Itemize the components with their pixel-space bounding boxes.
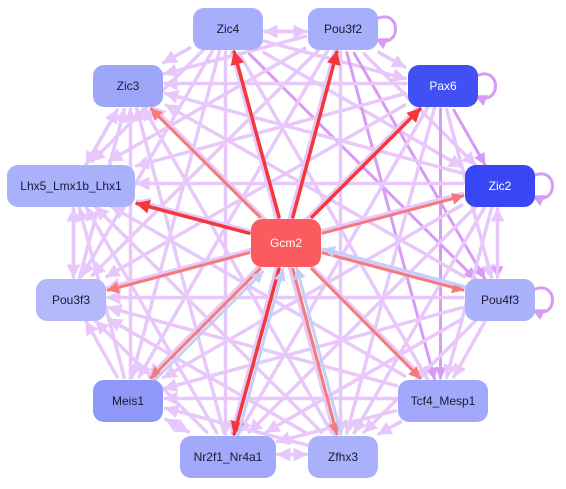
edge-pou3f2-to-meis1: [137, 48, 330, 379]
node-label: Tcf4_Mesp1: [411, 394, 476, 408]
self-loop-pax6: [474, 72, 497, 106]
edge-gcm2-to-pou4f3: [321, 251, 465, 294]
edge-zfhx3-to-zic3: [141, 105, 334, 435]
edge-gcm2-to-zic4: [230, 50, 281, 219]
edge-gcm2-to-nr2f1_nr4a1: [230, 267, 281, 436]
node-nr2f1-nr4a1[interactable]: Nr2f1_Nr4a1: [180, 436, 276, 478]
node-label: Pou4f3: [481, 293, 519, 307]
node-pou3f3[interactable]: Pou3f3: [36, 279, 106, 321]
edge-pou4f3-to-tcf4_mesp1: [452, 320, 487, 379]
edge-tcf4_mesp1-to-lhx5_lmx1b_lhx1: [110, 205, 407, 378]
node-pou4f3[interactable]: Pou4f3: [465, 279, 554, 321]
node-label: Pou3f3: [52, 293, 90, 307]
edge-gcm2-to-pou3f2: [291, 50, 341, 219]
node-label: Meis1: [112, 394, 144, 408]
edge-gcm2-to-pax6: [310, 107, 422, 219]
node-box: [36, 279, 106, 321]
edge-tcf4_mesp1-to-pou3f3: [106, 304, 399, 388]
edge-gcm2-to-zic3: [149, 107, 262, 219]
node-zic4[interactable]: Zic4: [193, 8, 263, 50]
node-label: Pou3f2: [324, 22, 362, 36]
edge-meis1-to-pou3f3: [84, 320, 119, 379]
node-label: Zic2: [489, 179, 512, 193]
node-label: Zic4: [217, 22, 240, 36]
edge-tcf4_mesp1-to-zfhx3: [377, 420, 403, 436]
node-gcm2[interactable]: Gcm2: [251, 219, 321, 267]
self-loop-pou4f3: [531, 286, 554, 320]
edge-nr2f1_nr4a1-to-lhx5_lmx1b_lhx1: [84, 205, 219, 435]
edge-pax6-to-lhx5_lmx1b_lhx1: [134, 91, 408, 170]
edge-pou4f3-to-gcm2: [322, 245, 466, 288]
edge-meis1-to-gcm2: [152, 270, 265, 383]
node-label: Zic3: [117, 79, 140, 93]
edge-zic2-to-meis1: [161, 203, 464, 380]
node-box: [408, 65, 478, 107]
node-zic3[interactable]: Zic3: [93, 65, 163, 107]
edge-gcm2-to-meis1: [149, 267, 262, 380]
edge-gcm2-to-pou3f3: [106, 251, 251, 294]
node-label: Pax6: [429, 79, 457, 93]
edge-gcm2-to-zic2: [321, 192, 465, 235]
node-box: [7, 165, 135, 207]
center-edges: [106, 50, 466, 437]
node-pou3f2[interactable]: Pou3f2: [308, 8, 397, 50]
edge-pax6-to-pou3f3: [105, 103, 407, 279]
edge-pou4f3-to-zic3: [164, 103, 466, 279]
edge-zfhx3-to-gcm2: [293, 266, 343, 435]
node-box: [193, 8, 263, 50]
node-tcf4-mesp1[interactable]: Tcf4_Mesp1: [398, 380, 488, 422]
node-meis1[interactable]: Meis1: [93, 380, 163, 422]
edge-gcm2-to-lhx5_lmx1b_lhx1: [135, 199, 251, 235]
self-loop-zic2: [531, 172, 554, 206]
node-zic2[interactable]: Zic2: [465, 165, 554, 207]
edge-zic4-to-zic3: [162, 46, 192, 65]
edge-meis1-to-nr2f1_nr4a1: [164, 417, 190, 434]
node-box: [465, 165, 535, 207]
edge-zic3-to-lhx5_lmx1b_lhx1: [84, 108, 119, 166]
self-loop-pou3f2: [374, 15, 397, 49]
node-box: [465, 279, 535, 321]
edge-pax6-to-zic2: [452, 108, 487, 166]
node-label: Nr2f1_Nr4a1: [194, 450, 263, 464]
node-box: [251, 219, 321, 267]
node-lhx5-lmx1b-lhx1[interactable]: Lhx5_Lmx1b_Lhx1: [7, 165, 135, 207]
edge-nr2f1_nr4a1-to-gcm2: [236, 268, 286, 437]
edge-gcm2-to-zfhx3: [291, 267, 340, 436]
node-box: [308, 8, 378, 50]
node-box: [398, 380, 488, 422]
edge-pax6-to-nr2f1_nr4a1: [237, 105, 430, 435]
node-pax6[interactable]: Pax6: [408, 65, 497, 107]
node-box: [93, 65, 163, 107]
edge-gcm2-to-tcf4_mesp1: [310, 267, 422, 380]
node-zfhx3[interactable]: Zfhx3: [308, 436, 378, 478]
node-label: Gcm2: [270, 236, 302, 250]
node-label: Lhx5_Lmx1b_Lhx1: [20, 179, 122, 193]
node-box: [93, 380, 163, 422]
node-box: [308, 436, 378, 478]
edge-pou3f2-to-pax6: [377, 50, 407, 69]
node-label: Zfhx3: [328, 450, 358, 464]
node-box: [180, 436, 276, 478]
